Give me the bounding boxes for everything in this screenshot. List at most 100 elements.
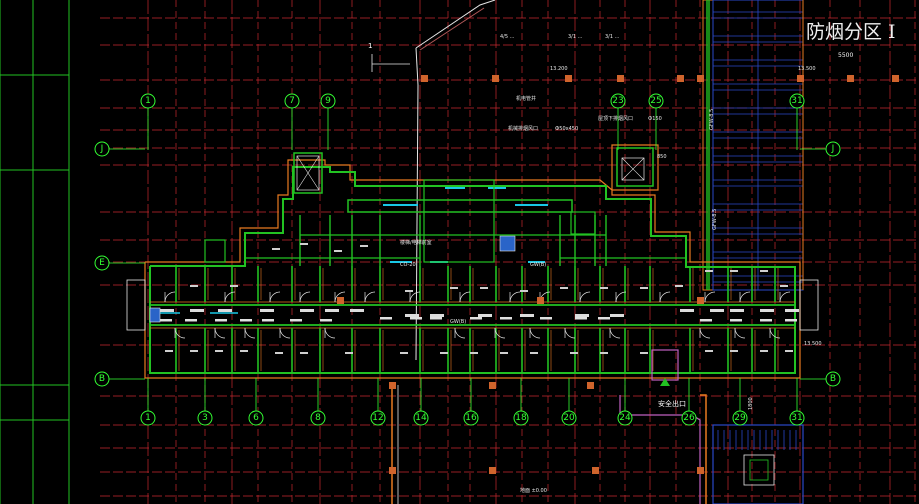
column-marker [489,382,496,389]
room-label: 机电管井 [516,95,536,102]
room-tag [680,309,694,312]
room-name-mark [640,352,648,354]
axis-bubble-right-J[interactable]: J [825,141,841,157]
room-tag [540,317,552,320]
room-tag [160,319,172,322]
door-swing-lower [734,327,746,339]
room-tag [470,317,482,320]
axis-bubble-left-E[interactable]: E [94,255,110,271]
room-tag [240,319,252,322]
room-tag [430,314,444,317]
column-marker [537,297,544,304]
right-level-label: 13.500 [798,66,816,72]
door-swing-upper [509,291,521,303]
door-swing-lower [454,327,466,339]
stair-number-one: 1 [368,42,372,50]
room-name-mark [530,352,538,354]
door-swing-upper [459,291,471,303]
column-marker [847,75,854,82]
axis-bubble-bottom-12[interactable]: 12 [370,410,386,426]
door-swing-upper [409,291,421,303]
floor-plan [126,144,819,386]
room-name-mark [705,270,713,272]
room-name-mark [272,248,280,250]
gw-b-label: GW(B) [450,319,466,325]
door-swing-upper [579,291,591,303]
room-name-mark [450,287,458,289]
door-swing-lower [244,327,256,339]
door-swing-upper [779,291,791,303]
column-marker [337,297,344,304]
room-name-mark [275,352,283,354]
room-tag [575,317,587,320]
room-tag [598,317,610,320]
axis-bubble-top-31[interactable]: 31 [789,93,805,109]
room-tag [260,309,274,312]
room-name-mark [300,352,308,354]
room-name-mark [400,352,408,354]
axis-bubble-bottom-8[interactable]: 8 [310,410,326,426]
door-swing-lower [609,327,621,339]
axis-bubble-right-B[interactable]: B [825,371,841,387]
top-label-a: 4/5 ... [500,34,515,40]
axis-bubble-bottom-6[interactable]: 6 [248,410,264,426]
dim-850-label: 850 [657,154,667,160]
door-swing-lower [214,327,226,339]
axis-bubble-top-9[interactable]: 9 [320,93,336,109]
room-name-mark [730,270,738,272]
room-name-mark [190,350,198,352]
gfw-label-lower: GFW-8.5 [712,209,718,230]
axis-bubble-bottom-20[interactable]: 20 [561,410,577,426]
axis-bubble-bottom-31[interactable]: 31 [789,410,805,426]
axis-bubble-bottom-1[interactable]: 1 [140,410,156,426]
bottom-mark: 地面 ±0.00 [520,487,547,494]
axis-bubble-bottom-24[interactable]: 24 [617,410,633,426]
svg-text:16: 16 [465,413,477,423]
axis-bubble-top-23[interactable]: 23 [610,93,626,109]
axis-bubble-top-1[interactable]: 1 [140,93,156,109]
axis-bubble-bottom-29[interactable]: 29 [732,410,748,426]
room-tag [290,319,302,322]
room-tag [190,309,204,312]
axis-bubble-top-7[interactable]: 7 [284,93,300,109]
room-tag-text [160,243,799,354]
room-tag [262,319,274,322]
room-tag [575,314,589,317]
column-marker [389,467,396,474]
svg-text:24: 24 [619,413,631,423]
door-swing-upper [704,291,716,303]
room-name-mark [520,290,528,292]
column-marker [565,75,572,82]
room-tag [410,317,422,320]
room-tag [760,319,772,322]
top-dimension: 5500 [838,52,853,59]
room-name-mark [785,350,793,352]
axis-bubble-left-B[interactable]: B [94,371,110,387]
room-name-mark [730,350,738,352]
room-tag [760,309,774,312]
axis-bubble-bottom-26[interactable]: 26 [681,410,697,426]
room-name-mark [780,285,788,287]
axis-bubble-bottom-16[interactable]: 16 [463,410,479,426]
axis-bubble-left-J[interactable]: J [94,141,110,157]
room-tag [730,319,742,322]
axis-bubble-bottom-18[interactable]: 18 [513,410,529,426]
room-tag [380,317,392,320]
room-name-mark [360,245,368,247]
room-tag [218,309,232,312]
axis-bubble-top-25[interactable]: 25 [648,93,664,109]
column-marker [587,382,594,389]
lower-right-level: 13.500 [804,341,822,347]
room-name-mark [560,287,568,289]
gfw-label-upper: GFW-8.5 [709,109,715,130]
room-name-mark [440,352,448,354]
lower-right-stair [712,424,804,504]
gw-a-label: GW(B) [530,262,546,268]
column-marker [489,467,496,474]
svg-text:23: 23 [612,96,623,106]
axis-bubble-bottom-3[interactable]: 3 [197,410,213,426]
roof-boundary [371,0,496,361]
room-name-mark [480,287,488,289]
axis-bubble-bottom-14[interactable]: 14 [413,410,429,426]
